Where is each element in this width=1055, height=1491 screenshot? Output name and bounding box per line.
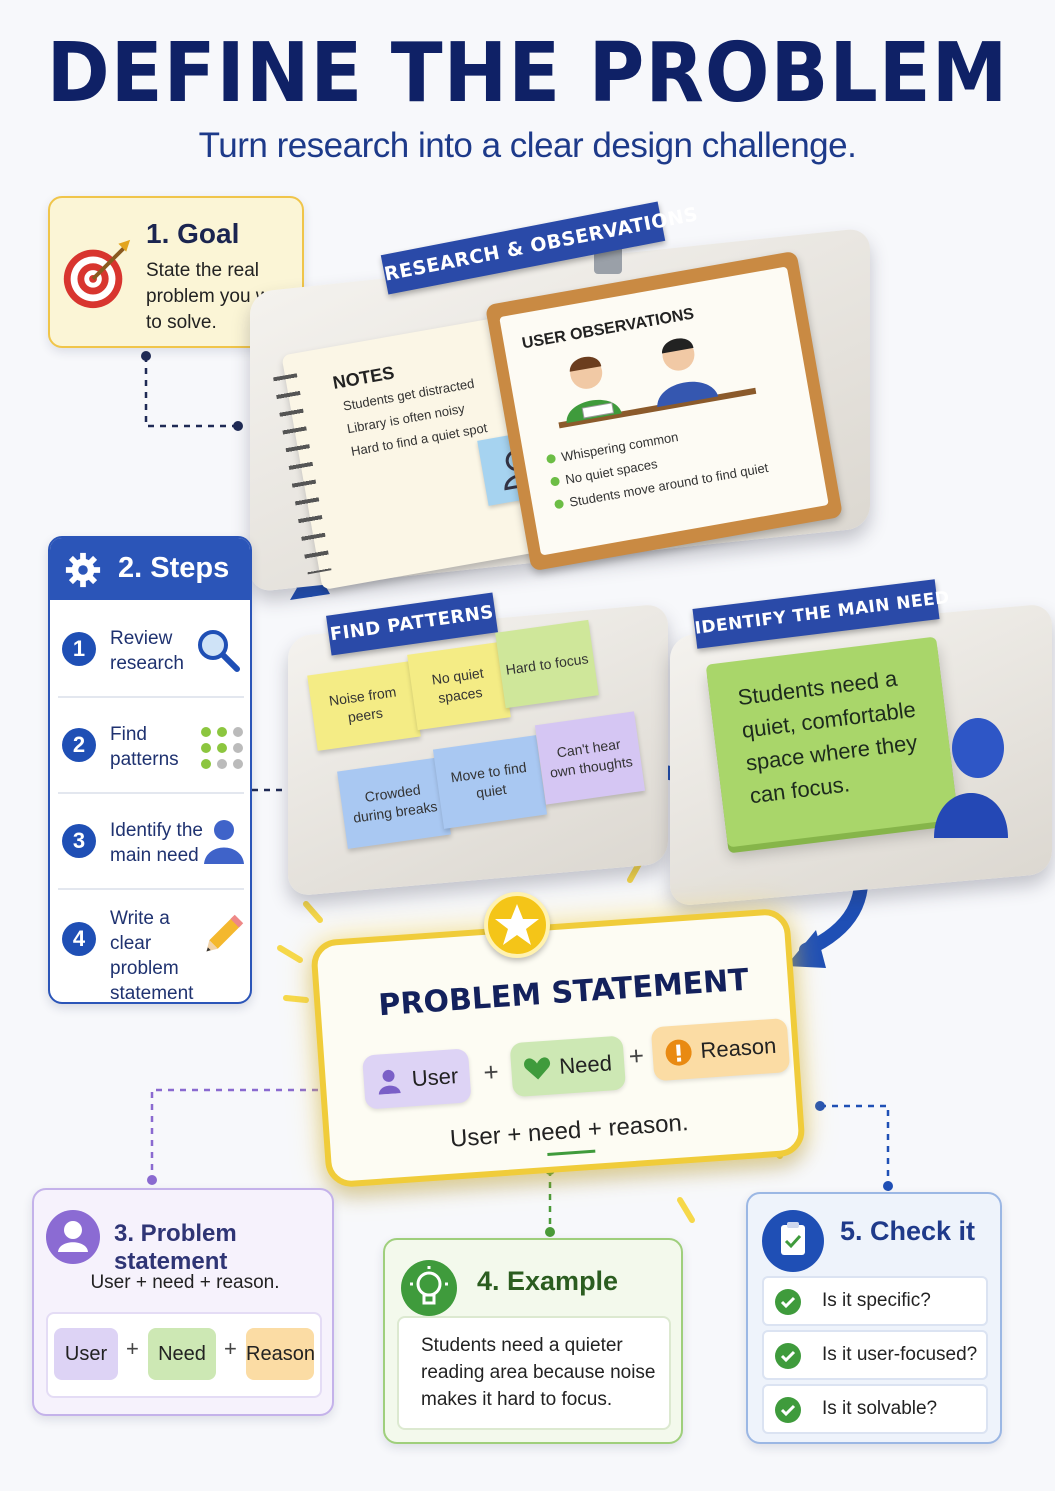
- dots-grid-icon: [201, 727, 243, 769]
- check-it-card: 5. Check it Is it specific? Is it user-f…: [746, 1192, 1002, 1444]
- user-avatar-badge: [46, 1210, 100, 1264]
- card4-title: 4. Example: [477, 1266, 619, 1296]
- bullet-dot: [549, 476, 561, 487]
- steps-card: 2. Steps 1 Review research 2 Find patter…: [48, 536, 252, 1004]
- observations-clipboard: USER OBSERVATIONS Whispering common No q…: [484, 250, 844, 572]
- example-text-box: Students need a quieter reading area bec…: [397, 1316, 671, 1430]
- user-icon: [378, 1069, 401, 1095]
- checklist-item: Is it solvable?: [762, 1384, 988, 1434]
- checklist-label: Is it specific?: [822, 1290, 931, 1311]
- observations-paper: USER OBSERVATIONS Whispering common No q…: [499, 266, 829, 556]
- step-item: 1 Review research: [58, 604, 244, 698]
- plus-sign: +: [627, 1040, 645, 1072]
- step-item: 3 Identify the main need: [58, 796, 244, 890]
- user-chip: User: [362, 1048, 473, 1110]
- plus-sign: +: [224, 1336, 237, 1361]
- checklist-label: Is it user-focused?: [822, 1344, 978, 1365]
- pattern-sticky-note: No quiet spaces: [407, 641, 511, 731]
- statement-to-card5-connector: [820, 1104, 890, 1186]
- heart-icon: [524, 1057, 551, 1080]
- checklist-item: Is it user-focused?: [762, 1330, 988, 1380]
- user-chip-label: User: [410, 1063, 460, 1092]
- step-label: Identify the main need: [110, 820, 203, 866]
- need-chip-label: Need: [558, 1050, 613, 1079]
- step-number: 1: [62, 632, 96, 666]
- need-underline: [547, 1149, 596, 1156]
- step-label: Review research: [110, 628, 184, 674]
- problem-statement-summary-card: 3. Problem statement User + need + reaso…: [32, 1188, 334, 1416]
- lightbulb-badge: [401, 1260, 457, 1316]
- check-circle-icon: [775, 1343, 801, 1369]
- step-number: 4: [62, 922, 96, 956]
- plus-sign: +: [126, 1336, 139, 1361]
- problem-statement-card: PROBLEM STATEMENT User + Need + Reason U…: [309, 907, 807, 1189]
- card3-title: 3. Problem statement: [114, 1220, 237, 1275]
- check-circle-icon: [775, 1289, 801, 1315]
- lightbulb-icon: [410, 1266, 448, 1305]
- person-figure-icon: [934, 718, 1008, 838]
- star-icon: [495, 904, 539, 945]
- step-label: Write a clear problem statement: [110, 908, 194, 1004]
- reason-chip: Reason: [650, 1018, 791, 1082]
- bullet-dot: [545, 453, 557, 465]
- checklist-item: Is it specific?: [762, 1276, 988, 1326]
- target-icon: [63, 239, 131, 309]
- main-need-text: Students need a quiet, comfortable space…: [736, 665, 919, 809]
- person-icon: [204, 820, 244, 864]
- user-chip: User: [54, 1328, 118, 1380]
- steps-title: 2. Steps: [118, 552, 230, 584]
- magnifier-icon: [198, 630, 240, 672]
- clipboard-check-icon: [781, 1222, 805, 1255]
- step-item: 4 Write a clear problem statement: [58, 892, 244, 1002]
- gear-icon: [65, 552, 101, 588]
- check-circle-icon: [775, 1397, 801, 1423]
- pattern-sticky-note: Noise from peers: [307, 661, 421, 751]
- plus-sign: +: [482, 1056, 500, 1088]
- card3-subtitle: User + need + reason.: [90, 1272, 280, 1293]
- pencil-icon: [206, 914, 244, 952]
- checklist-label: Is it solvable?: [822, 1398, 938, 1419]
- step-number: 3: [62, 824, 96, 858]
- step-item: 2 Find patterns: [58, 700, 244, 794]
- exclamation-icon: [665, 1039, 692, 1066]
- example-text: Students need a quieter reading area bec…: [421, 1335, 656, 1410]
- need-chip: Need: [509, 1035, 626, 1098]
- goal-title: 1. Goal: [146, 218, 240, 249]
- example-card: 4. Example Students need a quieter readi…: [383, 1238, 683, 1444]
- step-label: Find patterns: [110, 724, 179, 770]
- pattern-sticky-note: Move to find quiet: [432, 735, 548, 829]
- card3-formula-box: User + Need + Reason: [46, 1312, 322, 1398]
- main-need-note: Students need a quiet, comfortable space…: [705, 636, 959, 848]
- reason-chip-label: Reason: [699, 1032, 778, 1064]
- problem-statement-title: PROBLEM STATEMENT: [377, 962, 750, 1024]
- step-number: 2: [62, 728, 96, 762]
- pattern-sticky-note: Can't hear own thoughts: [534, 711, 646, 805]
- clipboard-badge: [762, 1210, 824, 1272]
- goal-connector: [144, 356, 238, 428]
- reason-chip: Reason: [246, 1328, 315, 1380]
- card5-title: 5. Check it: [840, 1216, 976, 1246]
- page-title: DEFINE THE PROBLEM: [46, 24, 1009, 121]
- pattern-sticky-note: Hard to focus: [495, 619, 599, 709]
- students-illustration: [558, 338, 757, 429]
- user-icon: [58, 1221, 88, 1252]
- statement-to-card3-connector: [150, 1088, 318, 1180]
- page-subtitle: Turn research into a clear design challe…: [198, 126, 857, 165]
- star-badge: [484, 892, 550, 958]
- problem-statement-formula: User + need + reason.: [449, 1109, 690, 1153]
- bullet-dot: [553, 498, 565, 510]
- pattern-sticky-note: Crowded during breaks: [337, 757, 451, 849]
- need-chip: Need: [148, 1328, 216, 1380]
